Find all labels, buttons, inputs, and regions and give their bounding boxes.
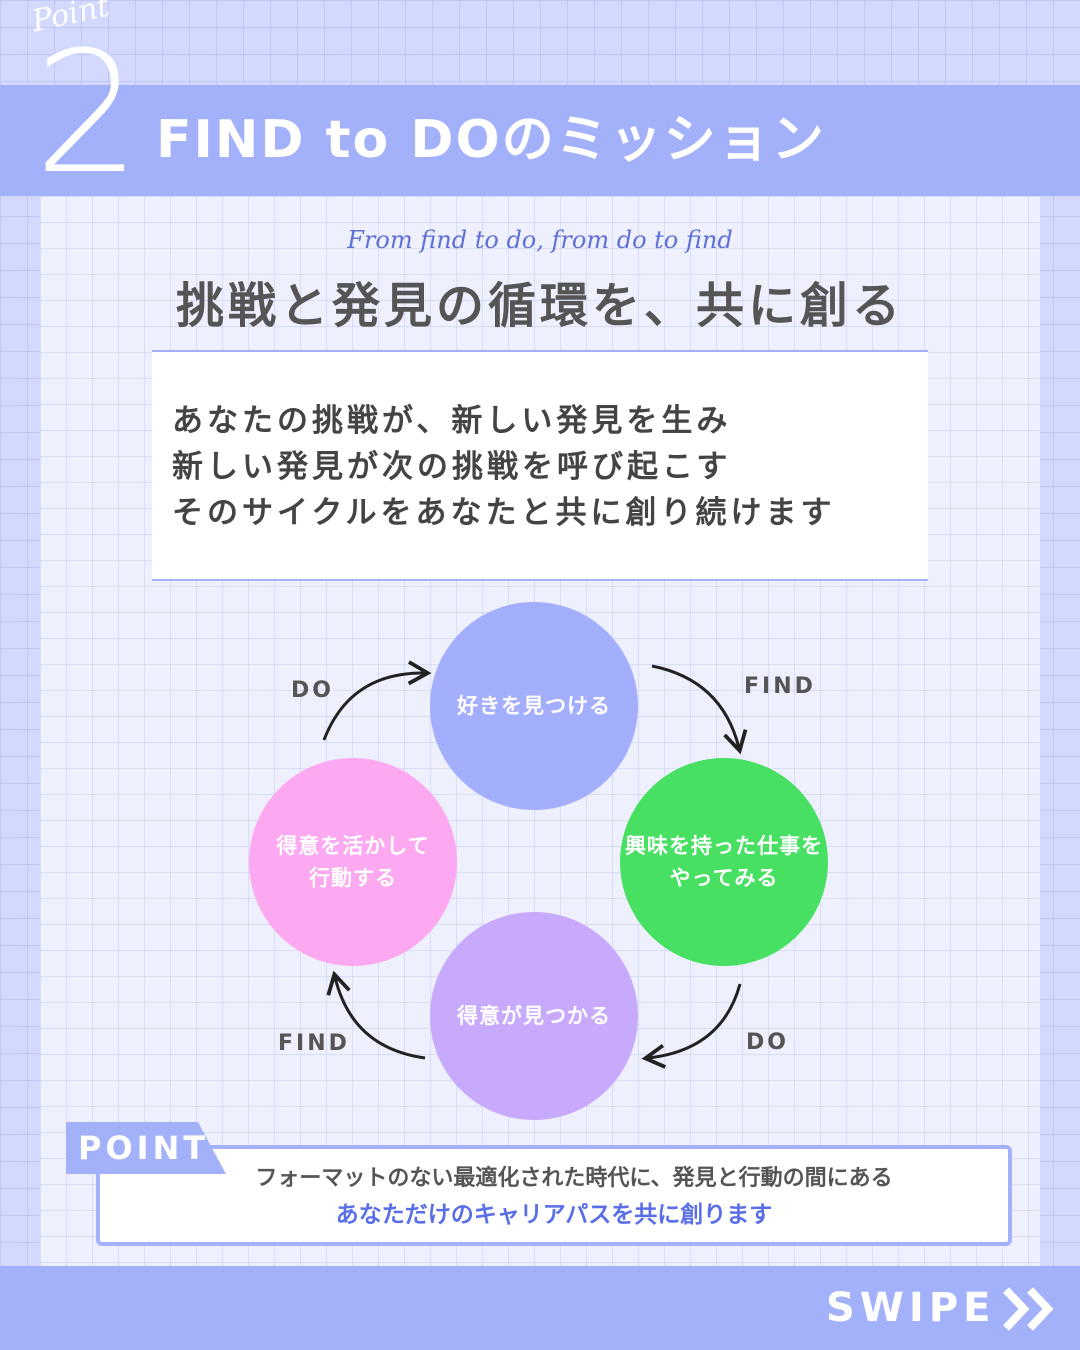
cycle-node-text: 興味を持った仕事を [625, 834, 823, 858]
point-number: 2 [34, 15, 141, 211]
cycle-node-text: やってみる [669, 866, 779, 890]
double-chevron-right-icon[interactable] [1000, 1284, 1060, 1334]
cycle-node-text: 得意が見つかる [457, 1004, 611, 1028]
cycle-node-text: 好きを見つける [457, 694, 611, 718]
message-line: あなたの挑戦が、新しい発見を生み [172, 403, 732, 439]
cycle-node-act-on-strengths: 得意を活かして 行動する [249, 758, 457, 966]
message-box: あなたの挑戦が、新しい発見を生み 新しい発見が次の挑戦を呼び起こす そのサイクル… [152, 350, 928, 581]
point-text-line: フォーマットのない最適化された時代に、発見と行動の間にある [255, 1166, 893, 1191]
cycle-node-find-likes: 好きを見つける [430, 602, 638, 810]
message-line: 新しい発見が次の挑戦を呼び起こす [172, 449, 732, 485]
arrow-bottom-right [641, 983, 742, 1069]
footer-band [0, 1266, 1080, 1350]
cycle-label-find: FIND [278, 1031, 350, 1056]
section-title: 挑戦と発見の循環を、共に創る [175, 278, 904, 334]
swipe-label[interactable]: SWIPE [826, 1285, 996, 1331]
arrow-top-left [322, 660, 432, 741]
arrow-bottom-left [326, 970, 426, 1060]
arrow-top-right [651, 664, 748, 755]
header-band [0, 85, 1080, 196]
script-subtitle: From find to do, from do to find [347, 226, 733, 254]
cycle-node-text: 得意を活かして [276, 834, 430, 858]
cycle-label-find: FIND [744, 674, 816, 699]
cycle-node-text: 行動する [309, 866, 397, 890]
cycle-node-try-work: 興味を持った仕事を やってみる [620, 758, 828, 966]
point-highlight-line: あなただけのキャリアパスを共に創ります [335, 1202, 773, 1228]
page-title: FIND to DOのミッション [156, 110, 826, 170]
point-tag: POINT [66, 1122, 226, 1174]
cycle-label-do: DO [291, 678, 334, 703]
cycle-label-do: DO [746, 1030, 789, 1055]
message-line: そのサイクルをあなたと共に創り続けます [172, 495, 836, 531]
cycle-node-find-strengths: 得意が見つかる [430, 912, 638, 1120]
point-box [96, 1145, 1012, 1246]
